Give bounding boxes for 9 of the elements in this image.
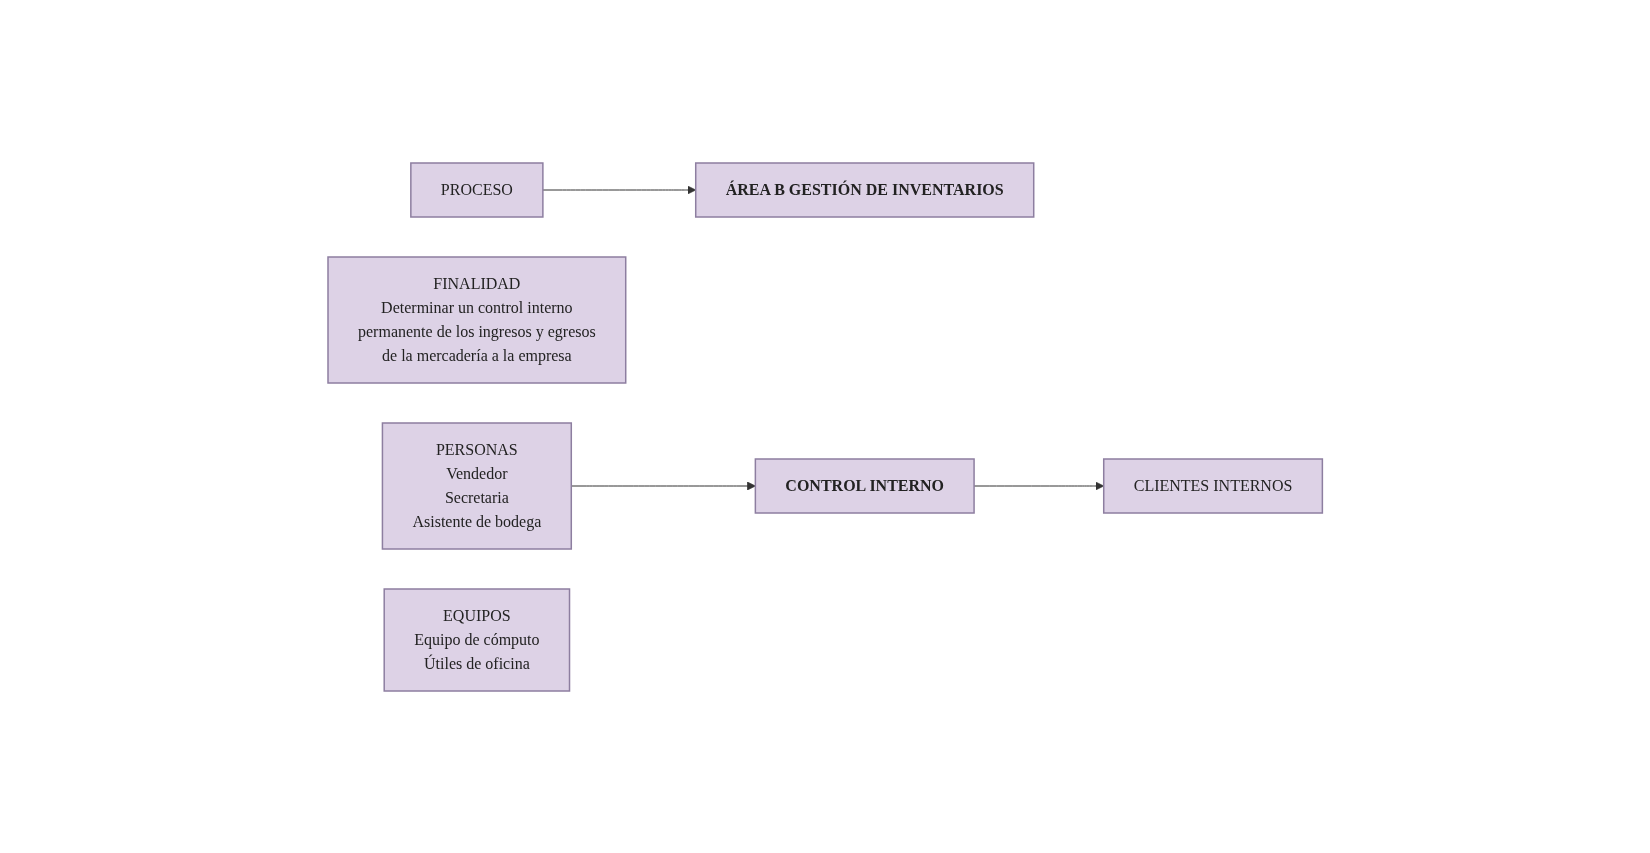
node-box: ÁREA B GESTIÓN DE INVENTARIOS: [694, 161, 1035, 218]
node-box: CONTROL INTERNO: [754, 457, 975, 514]
node-box: PROCESO: [409, 161, 544, 218]
node-box: EQUIPOS Equipo de cómputo Útiles de oficina: [383, 587, 571, 692]
arrow: [973, 481, 1104, 490]
node-box: PERSONAS Vendedor Secretaria Asistente de bodega: [381, 421, 572, 550]
node-box: FINALIDAD Determinar un control interno permanente de los ingresos y egresos de la mercadería a la empresa: [327, 255, 627, 384]
arrow: [542, 185, 696, 194]
node-box: CLIENTES INTERNOS: [1102, 457, 1323, 514]
